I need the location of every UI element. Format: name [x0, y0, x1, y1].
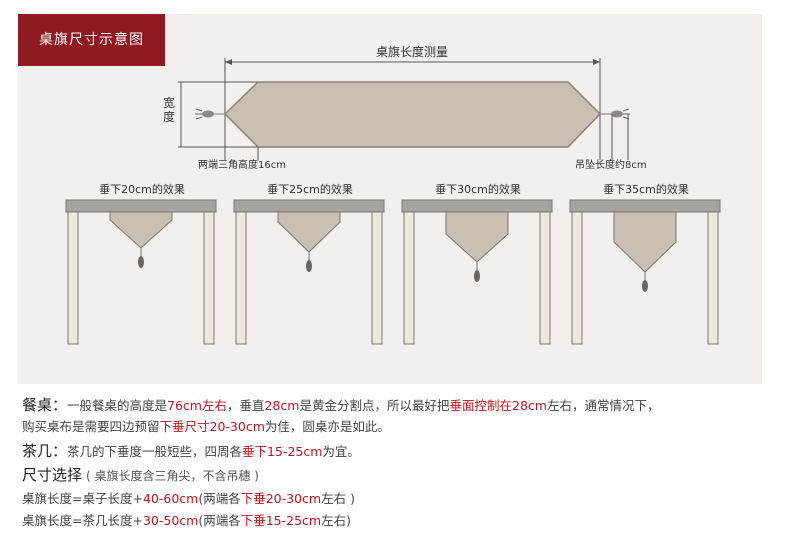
- runner-drop: [445, 211, 509, 263]
- select-head: 尺寸选择: [22, 466, 83, 484]
- tea-table-note: 茶几：茶几的下垂度一般短些，四周各垂下15-25cm为宜。: [22, 440, 360, 461]
- diagram-panel: [18, 14, 762, 384]
- tassel-length-label: 吊坠长度约8cm: [575, 158, 647, 171]
- dining-table-note-2: 购买桌布是需要四边预留下垂尺寸20-30cm为佳，圆桌亦是如此。: [22, 416, 390, 435]
- effect-label: 垂下35cm的效果: [603, 182, 689, 196]
- diagram-title: 桌旗尺寸示意图: [18, 14, 165, 66]
- select-sub: ( 桌旗长度含三角尖，不含吊穗 ): [86, 469, 259, 483]
- dining2-text-1: 购买桌布是需要四边预留: [22, 419, 160, 434]
- length-dimension: [224, 58, 601, 160]
- tassel-icon: [306, 260, 312, 272]
- tea-highlight: 垂下15-25cm: [242, 444, 323, 459]
- formula2-highlight-1: 30-50cm: [142, 513, 199, 528]
- tassel-icon: [138, 256, 144, 268]
- runner-drop: [613, 211, 677, 273]
- effect-label: 垂下30cm的效果: [435, 182, 521, 196]
- effect-label: 垂下25cm的效果: [267, 182, 353, 196]
- dining-text-2: ，垂直: [227, 398, 265, 413]
- dining-table-note: 餐桌：一般餐桌的高度是76cm左右，垂直28cm是黄金分割点，所以最好把垂面控制…: [22, 394, 659, 415]
- dining-text-4: 左右，通常情况下，: [546, 398, 660, 413]
- right-tassel-icon: [600, 108, 630, 120]
- tassel-icon: [642, 280, 648, 292]
- width-label-1: 宽: [163, 95, 175, 110]
- width-label-2: 度: [163, 109, 175, 124]
- table-runner-diagram: 桌旗长度测量 宽 度 两端三角高度16cm 吊坠长度约8cm 垂下20cm的效果…: [65, 44, 721, 345]
- effect-25cm: 垂下25cm的效果: [233, 182, 385, 345]
- tea-text-2: 为宜。: [322, 444, 360, 459]
- effect-35cm: 垂下35cm的效果: [569, 182, 721, 345]
- formula2-text-2: (两端各: [198, 513, 241, 528]
- left-tassel-icon: [195, 108, 225, 120]
- dining-highlight-2: 28cm: [264, 398, 300, 413]
- length-label: 桌旗长度测量: [376, 44, 448, 59]
- effect-20cm: 垂下20cm的效果: [65, 182, 217, 345]
- dining-text-1: 一般餐桌的高度是: [67, 398, 168, 413]
- size-selection-heading: 尺寸选择 ( 桌旗长度含三角尖，不含吊穗 ): [22, 464, 259, 485]
- tassel-icon: [474, 270, 480, 282]
- dining2-highlight: 下垂尺寸20-30cm: [159, 419, 265, 434]
- formula1-highlight-2: 下垂20-30cm: [240, 491, 322, 506]
- formula2-highlight-2: 下垂15-25cm: [240, 513, 322, 528]
- formula2-text-3: 左右): [321, 513, 351, 528]
- triangle-height-label: 两端三角高度16cm: [198, 158, 286, 171]
- width-dimension: [178, 81, 258, 148]
- formula1-text-2: (两端各: [198, 491, 241, 506]
- tea-text-1: 茶几的下垂度一般短些，四周各: [67, 444, 243, 459]
- formula1-text-3: 左右 ): [321, 491, 355, 506]
- dining-highlight-1: 76cm左右: [167, 398, 227, 413]
- effect-30cm: 垂下30cm的效果: [401, 182, 553, 345]
- runner-drop: [109, 211, 173, 249]
- table-runner-shape: [223, 81, 602, 148]
- formula-dining: 桌旗长度=桌子长度+40-60cm(两端各下垂20-30cm左右 ): [22, 488, 355, 507]
- dining-text-3: 是黄金分割点，所以最好把: [299, 398, 450, 413]
- formula-tea: 桌旗长度=茶几长度+30-50cm(两端各下垂15-25cm左右): [22, 510, 351, 529]
- formula2-text-1: 桌旗长度=茶几长度+: [22, 513, 143, 528]
- dining-head: 餐桌：: [22, 396, 68, 414]
- formula1-highlight-1: 40-60cm: [142, 491, 199, 506]
- runner-drop: [277, 211, 341, 253]
- dining2-text-2: 为佳，圆桌亦是如此。: [264, 419, 390, 434]
- formula1-text-1: 桌旗长度=桌子长度+: [22, 491, 143, 506]
- effect-label: 垂下20cm的效果: [99, 182, 185, 196]
- dining-highlight-3: 垂面控制在28cm: [449, 398, 547, 413]
- tea-head: 茶几：: [22, 442, 68, 460]
